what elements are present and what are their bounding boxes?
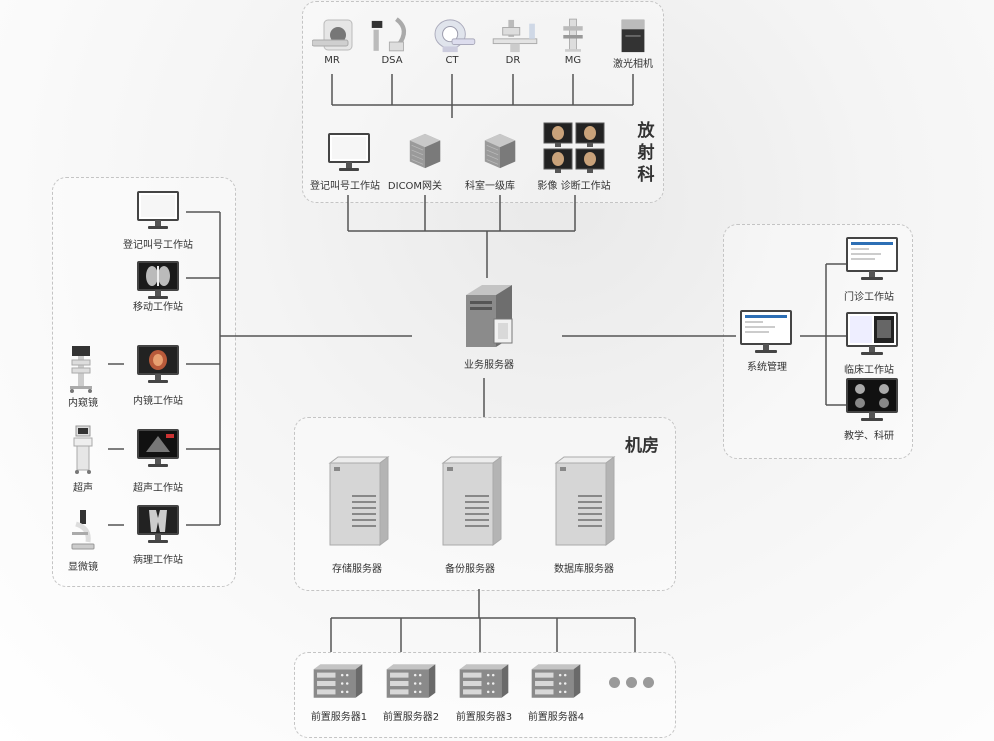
pathology-monitor-icon bbox=[136, 504, 180, 546]
room-label-storage: 存储服务器 bbox=[332, 564, 382, 575]
left-label-ultrasound-station: 超声工作站 bbox=[133, 483, 183, 494]
monitor-icon bbox=[845, 236, 899, 282]
device-label-laser-camera: 激光相机 bbox=[613, 59, 653, 70]
laser-camera-icon bbox=[613, 16, 653, 54]
center-server-label: 业务服务器 bbox=[464, 360, 514, 371]
xray-monitor-icon bbox=[136, 260, 180, 302]
room-label-backup: 备份服务器 bbox=[445, 564, 495, 575]
multi-monitor-icon bbox=[542, 121, 606, 177]
room-label-database: 数据库服务器 bbox=[554, 564, 614, 575]
dr-machine-icon bbox=[490, 18, 540, 54]
server-tower-icon bbox=[437, 455, 507, 547]
right-label-outpatient: 门诊工作站 bbox=[844, 292, 894, 303]
monitor-icon bbox=[845, 311, 899, 357]
monitor-icon bbox=[739, 309, 793, 355]
front-label-1: 前置服务器1 bbox=[310, 712, 368, 723]
front-label-3: 前置服务器3 bbox=[455, 712, 513, 723]
front-label-4: 前置服务器4 bbox=[527, 712, 585, 723]
server-cube-icon bbox=[406, 132, 444, 170]
station-label-diagnosis: 影像 诊断工作站 bbox=[537, 181, 611, 192]
left-label-endoscope-station: 内镜工作站 bbox=[133, 396, 183, 407]
radiology-title: 放射科 bbox=[637, 121, 655, 185]
mammography-icon bbox=[558, 16, 588, 54]
right-label-clinical: 临床工作站 bbox=[844, 365, 894, 376]
rack-server-icon bbox=[458, 662, 510, 700]
monitor-icon bbox=[136, 190, 180, 232]
server-tower-icon bbox=[550, 455, 620, 547]
device-label-ct: CT bbox=[445, 55, 459, 66]
device-label-dsa: DSA bbox=[381, 55, 403, 66]
left-label-endoscope: 内窥镜 bbox=[68, 398, 98, 409]
station-label-dicom-gateway: DICOM网关 bbox=[387, 181, 443, 192]
device-label-mg: MG bbox=[564, 55, 582, 66]
mri-scanner-icon bbox=[312, 18, 362, 54]
right-label-teaching: 教学、科研 bbox=[844, 431, 894, 442]
left-label-pathology-station: 病理工作站 bbox=[133, 555, 183, 566]
ultrasound-machine-icon bbox=[68, 424, 98, 476]
ellipsis-icon bbox=[609, 677, 660, 691]
rack-server-icon bbox=[385, 662, 437, 700]
device-label-dr: DR bbox=[505, 55, 521, 66]
monitor-icon bbox=[845, 377, 899, 423]
microscope-icon bbox=[68, 508, 98, 552]
ultrasound-monitor-icon bbox=[136, 428, 180, 470]
front-label-2: 前置服务器2 bbox=[382, 712, 440, 723]
left-label-ultrasound: 超声 bbox=[73, 483, 93, 494]
rack-server-icon bbox=[530, 662, 582, 700]
monitor-icon bbox=[327, 132, 371, 174]
endoscope-cart-icon bbox=[66, 344, 96, 394]
station-label-dept-storage: 科室一级库 bbox=[465, 181, 515, 192]
right-label-system: 系统管理 bbox=[747, 362, 787, 373]
device-label-mr: MR bbox=[324, 55, 340, 66]
left-label-registration: 登记叫号工作站 bbox=[123, 240, 193, 251]
dsa-machine-icon bbox=[370, 16, 414, 54]
left-label-mobile: 移动工作站 bbox=[133, 302, 183, 313]
server-tower-icon bbox=[460, 283, 516, 349]
rack-server-icon bbox=[312, 662, 364, 700]
machine-room-title: 机房 bbox=[625, 436, 659, 456]
station-label-registration: 登记叫号工作站 bbox=[310, 181, 380, 192]
server-tower-icon bbox=[324, 455, 394, 547]
left-label-microscope: 显微镜 bbox=[68, 562, 98, 573]
server-cube-icon bbox=[481, 132, 519, 170]
endoscope-monitor-icon bbox=[136, 344, 180, 386]
ct-scanner-icon bbox=[428, 18, 478, 54]
